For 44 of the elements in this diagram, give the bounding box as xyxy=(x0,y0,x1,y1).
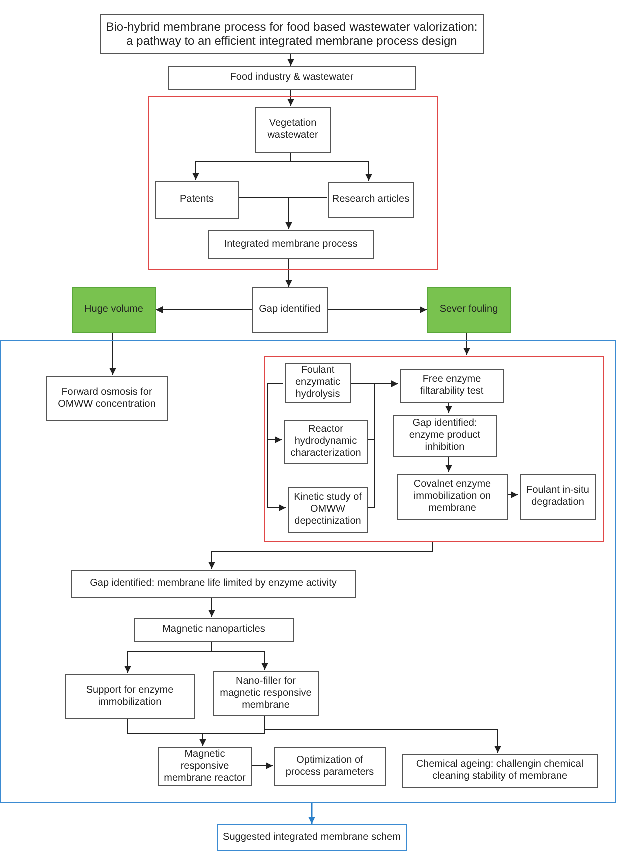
arrow xyxy=(328,306,428,314)
process-box: Gap identified xyxy=(252,287,328,333)
arrow xyxy=(286,258,292,288)
arrow xyxy=(208,540,434,570)
process-box: Support for enzyme immobilization xyxy=(65,674,195,719)
process-box: Food industry & wastewater xyxy=(168,66,416,90)
group-frame xyxy=(148,96,438,270)
process-box: Patents xyxy=(155,181,239,219)
process-box: Magnetic responsive membrane reactor xyxy=(158,747,252,786)
highlight-box: Sever fouling xyxy=(427,287,511,333)
title-box: Bio-hybrid membrane process for food based wastewater valorization: a pathway to an efficient integrated membrane process design xyxy=(100,14,484,54)
process-box: Reactor hydrodynamic characterization xyxy=(284,420,368,464)
process-box: Covalnet enzyme immobilization on membrane xyxy=(397,474,508,520)
arrow xyxy=(308,803,316,824)
process-box: Free enzyme filtarability test xyxy=(400,369,504,403)
process-box: Foulant in-situ degradation xyxy=(520,474,596,520)
arrow xyxy=(288,54,294,66)
arrow xyxy=(286,198,328,230)
process-box: Vegetation wastewater xyxy=(255,107,331,153)
result-box: Suggested integrated membrane schem xyxy=(217,824,407,851)
group-frame xyxy=(264,356,604,542)
process-box: Foulant enzymatic hydrolysis xyxy=(285,363,351,403)
arrow xyxy=(288,90,294,106)
arrow xyxy=(208,596,216,618)
arrow xyxy=(156,306,252,314)
arrow xyxy=(268,384,286,512)
process-box: Kinetic study of OMWW depectinization xyxy=(288,487,368,533)
arrow xyxy=(464,332,470,356)
highlight-box: Huge volume xyxy=(72,287,156,333)
arrow xyxy=(264,714,502,754)
process-box: Optimization of process parameters xyxy=(274,747,386,786)
process-box: Forward osmosis for OMWW concentration xyxy=(46,376,168,421)
process-box: Chemical ageing: challengin chemical cleaning stability of membrane xyxy=(402,754,598,788)
group-frame xyxy=(0,340,616,803)
arrow xyxy=(110,332,116,376)
arrow xyxy=(212,640,268,670)
process-box: Integrated membrane process xyxy=(208,230,374,259)
process-box: Gap identified: membrane life limited by enzyme activity xyxy=(71,570,356,598)
process-box: Gap identified: enzyme product inhibition xyxy=(393,415,497,457)
process-box: Research articles xyxy=(328,182,414,218)
arrow xyxy=(446,454,452,472)
process-box: Magnetic nanoparticles xyxy=(134,618,294,642)
process-box: Nano-filler for magnetic responsive membrane xyxy=(213,671,319,716)
arrow xyxy=(250,762,274,770)
